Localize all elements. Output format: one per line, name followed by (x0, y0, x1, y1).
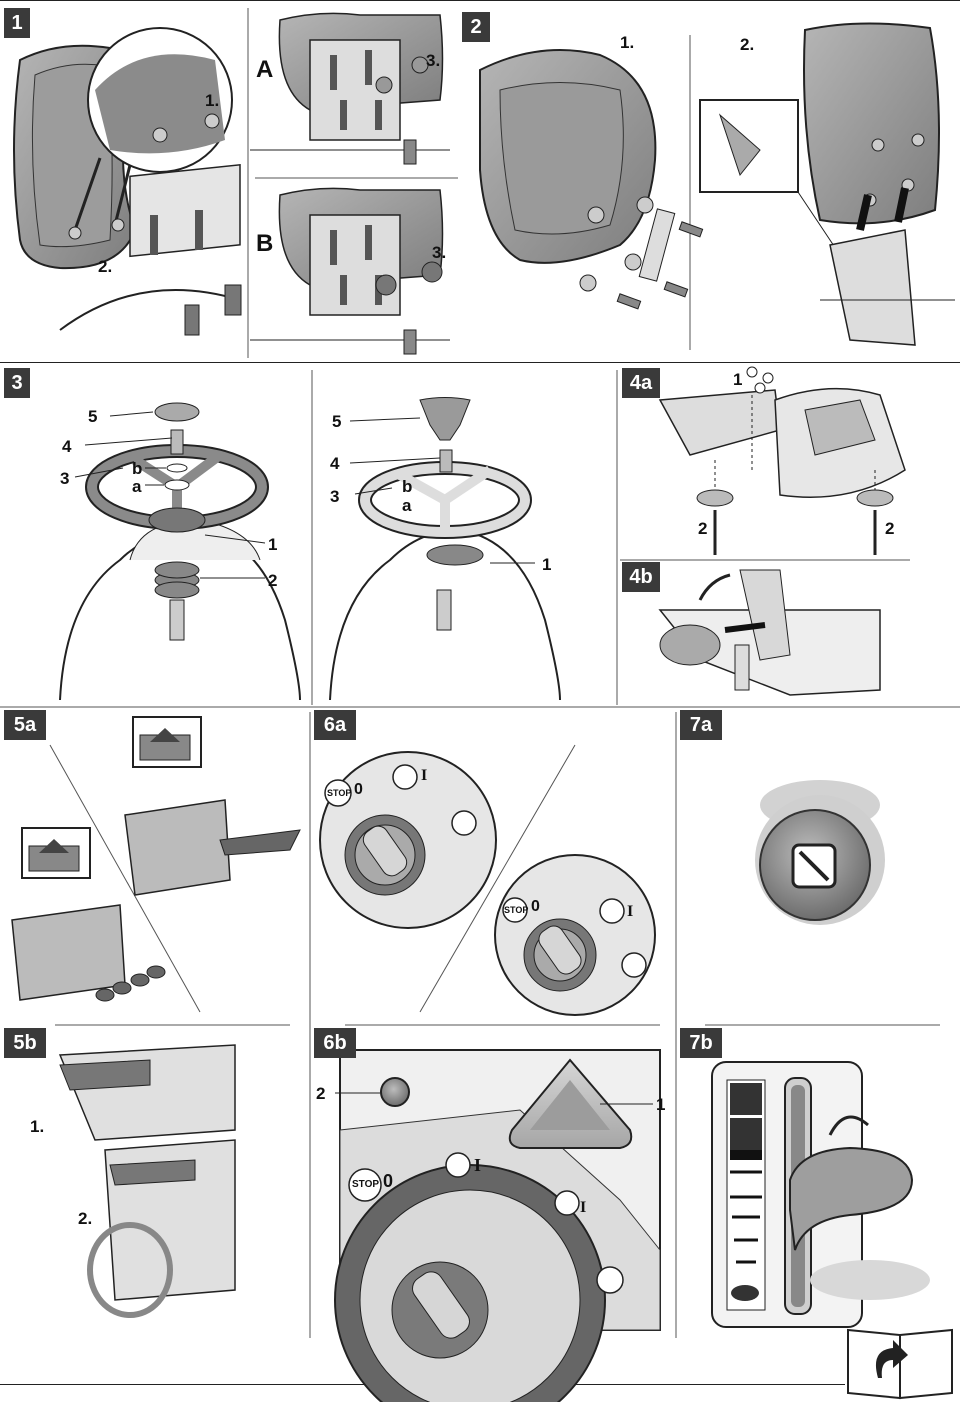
book-back-icon (847, 1328, 953, 1400)
p4a-illustration (658, 366, 906, 555)
p4b-illustration (658, 569, 881, 696)
p1-step-1-label: 1. (205, 91, 220, 110)
panel-tag-5b: 5b (4, 1028, 46, 1058)
panel-tag-5a: 5a (4, 710, 46, 740)
panel-tag-6b: 6b (314, 1028, 356, 1058)
p6a-illustration (319, 751, 656, 1016)
p2-step-1-label: 1. (620, 33, 635, 52)
p4a-label-2-left: 2 (698, 519, 708, 538)
p1-a-illustration (250, 12, 450, 165)
top-rule (0, 0, 960, 1)
p6a-zero-label: 0 (354, 781, 363, 798)
p7b-illustration (711, 1061, 930, 1328)
p6b-one-label: I (474, 1155, 482, 1175)
p2-illustration (479, 22, 955, 346)
p5b-illustration (58, 1044, 236, 1318)
p1-variant-b-label: B (256, 230, 274, 257)
p1-step-3a-label: 3. (426, 51, 441, 70)
p1-step-3b-label: 3. (432, 243, 447, 262)
p3-left-label-a: a (132, 477, 142, 496)
panel-tag-7a: 7a (680, 710, 722, 740)
p5b-step-1-label: 1. (30, 1117, 45, 1136)
row1-bottom-rule (0, 362, 960, 363)
p5a-illustration (11, 716, 301, 1002)
panel-tag-2: 2 (462, 12, 490, 42)
p4a-label-2-right: 2 (885, 519, 895, 538)
p1-seat-illustration (13, 27, 242, 336)
panel-tag-7b: 7b (680, 1028, 722, 1058)
p3-right-label-4: 4 (330, 454, 340, 473)
panel-tag-1: 1 (4, 8, 30, 38)
p1-variant-a-label: A (256, 56, 274, 83)
p3-left-label-3: 3 (60, 469, 70, 488)
p7a-illustration (755, 780, 885, 925)
p3-left-label-5: 5 (88, 407, 98, 426)
p3-left-label-2: 2 (268, 571, 278, 590)
p3-left-label-1: 1 (268, 535, 278, 554)
p3-right-label-5: 5 (332, 412, 342, 431)
p3-right-label-1: 1 (542, 555, 552, 574)
panel-tag-6a: 6a (314, 710, 356, 740)
p1-step-2-label: 2. (98, 257, 113, 276)
p6b-label-1: 1 (656, 1095, 666, 1114)
p5b-step-2-label: 2. (78, 1209, 93, 1228)
p3-left-illustration (59, 402, 301, 701)
p4a-label-1: 1 (733, 370, 743, 389)
p6b-zero-label: 0 (383, 1171, 394, 1191)
p6a-zero-label-2: 0 (531, 898, 540, 915)
p3-left-label-b: b (132, 459, 143, 478)
p6a-one-label: I (421, 767, 428, 784)
p6b-stop-label: STOP (352, 1179, 380, 1190)
p3-right-label-3: 3 (330, 487, 340, 506)
p6a-stop-label: STOP (327, 788, 352, 798)
p3-right-label-a: a (402, 496, 412, 515)
panel-tag-4a: 4a (622, 368, 660, 398)
p2-step-2-label: 2. (740, 35, 755, 54)
p6b-one-right-label: I (580, 1199, 587, 1216)
p6b-label-2: 2 (316, 1084, 326, 1103)
p3-right-illustration (329, 397, 561, 701)
p6a-stop-label-2: STOP (504, 905, 529, 915)
p3-left-label-4: 4 (62, 437, 72, 456)
panel-tag-4b: 4b (622, 562, 660, 592)
p6a-one-label-2: I (627, 903, 634, 920)
panel-tag-3: 3 (4, 368, 30, 398)
p1-b-illustration (250, 187, 450, 355)
p3-right-label-b: b (402, 477, 413, 496)
p6b-illustration (334, 1049, 661, 1402)
